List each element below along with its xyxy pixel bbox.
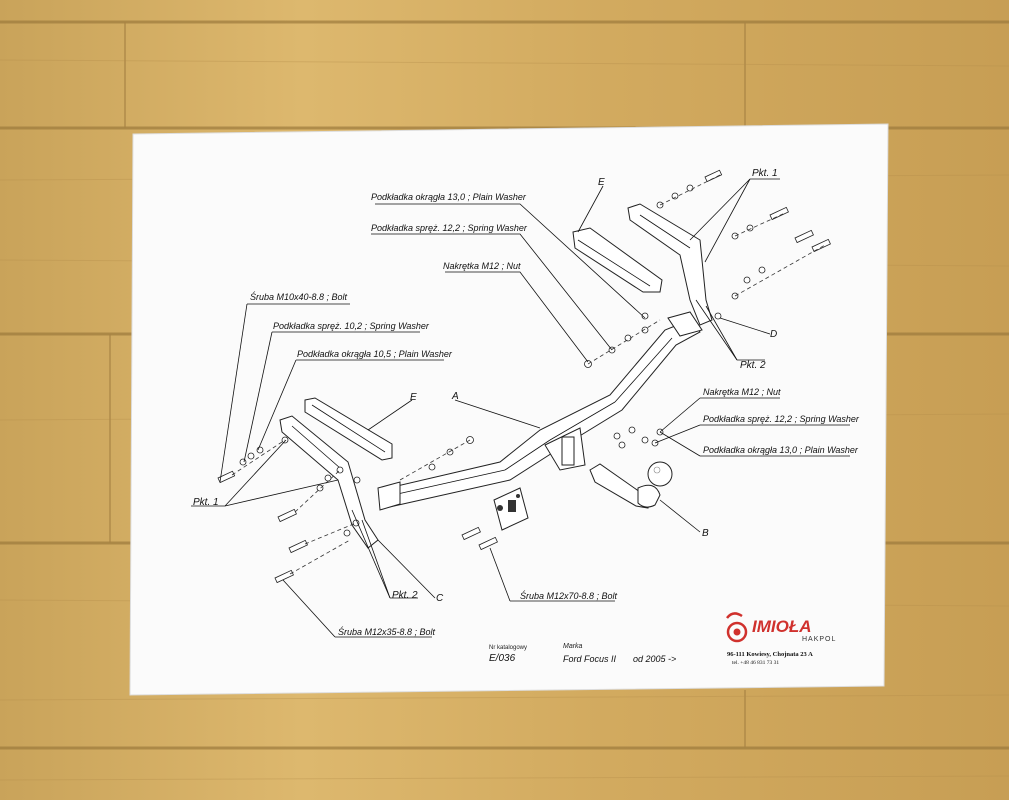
hardware-right [613, 426, 664, 449]
label-pkt2-left: Pkt. 2 [392, 590, 418, 601]
label-nut-m12-top: Nakrętka M12 ; Nut [443, 261, 521, 271]
label-letter-c: C [436, 593, 444, 604]
label-pkt1-top: Pkt. 1 [752, 168, 778, 179]
label-pkt1-left: Pkt. 1 [193, 497, 219, 508]
label-bolt-m12x35: Śruba M12x35-8.8 ; Bolt [338, 626, 436, 637]
company-logo: IMIOŁA HAKPOL [726, 612, 836, 643]
socket-plate [493, 487, 529, 531]
crossbar-a [377, 311, 703, 511]
hardware-top-right [584, 169, 831, 368]
model-year: od 2005 -> [633, 654, 676, 664]
catalog-number: E/036 [489, 653, 516, 664]
leader-lines [191, 178, 850, 638]
company-phone: tel. +48 46 831 73 31 [732, 660, 779, 666]
label-letter-d: D [770, 329, 777, 340]
model-name: Ford Focus II [563, 654, 617, 664]
label-pkt2-top: Pkt. 2 [740, 360, 766, 371]
hardware-left [217, 436, 498, 584]
logo-subtitle: HAKPOL [802, 636, 836, 643]
label-plain-washer-10: Podkładka okrągła 10,5 ; Plain Washer [297, 349, 453, 359]
label-letter-e-top: E [598, 177, 605, 188]
label-spring-washer-12-top: Podkładka spręż. 12,2 ; Spring Washer [371, 223, 528, 233]
label-letter-e-left: E [410, 392, 417, 403]
label-bolt-m12x70: Śruba M12x70-8.8 ; Bolt [520, 590, 618, 601]
catalog-caption: Nr katalogowy [489, 645, 527, 651]
label-letter-a: A [451, 391, 459, 402]
logo-text: IMIOŁA [752, 617, 812, 636]
label-spring-washer-10: Podkładka spręż. 10,2 ; Spring Washer [273, 321, 430, 331]
side-bracket-e-top [572, 203, 713, 326]
brand-caption: Marka [563, 643, 583, 650]
label-letter-b: B [702, 528, 709, 539]
paper-sheet [129, 123, 889, 696]
side-bracket-e-left [279, 397, 393, 549]
label-nut-m12-right: Nakrętka M12 ; Nut [703, 387, 781, 397]
label-spring-washer-12-right: Podkładka spręż. 12,2 ; Spring Washer [703, 414, 860, 424]
company-address: 96-111 Kowiesy, Chojnata 23 A [727, 651, 813, 658]
label-plain-washer-13-top: Podkładka okrągła 13,0 ; Plain Washer [371, 192, 527, 202]
label-plain-washer-13-right: Podkładka okrągła 13,0 ; Plain Washer [703, 445, 859, 455]
tow-ball-b [589, 461, 673, 509]
label-bolt-m10x40: Śruba M10x40-8.8 ; Bolt [250, 291, 348, 302]
